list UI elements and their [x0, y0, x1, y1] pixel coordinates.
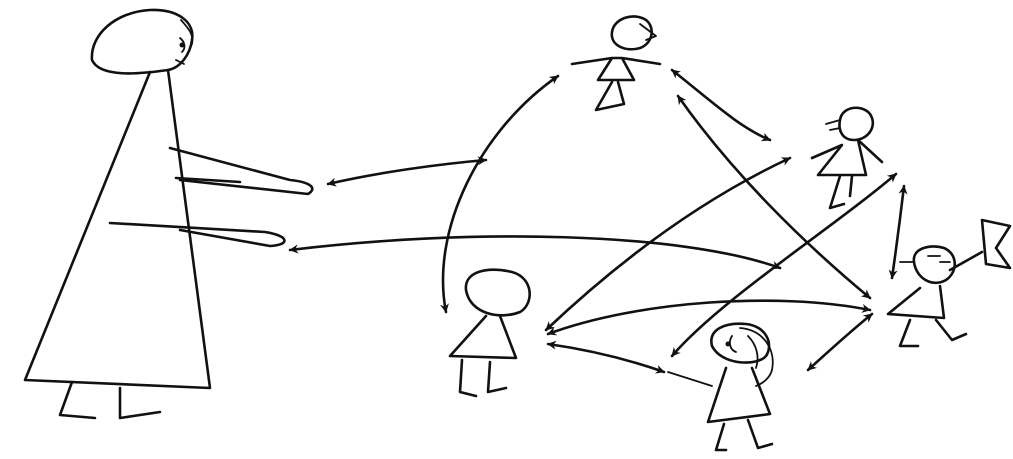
arrow-girl-tail — [668, 372, 712, 386]
arrow-left-girl — [548, 344, 664, 372]
arrow-top-left — [443, 76, 558, 312]
adult-arm-upper — [170, 148, 312, 194]
child-girl — [708, 324, 773, 450]
adult-figure — [25, 10, 312, 418]
child-ur-body — [812, 140, 882, 175]
adult-dress — [25, 70, 210, 388]
child-right-body — [888, 286, 944, 318]
child-top-head — [612, 16, 652, 49]
child-right-head — [914, 247, 955, 283]
child-right-face — [900, 256, 950, 262]
child-left-body — [450, 316, 516, 358]
arrow-top-upperright — [672, 70, 770, 140]
child-right-legs — [900, 320, 966, 346]
connections — [290, 70, 904, 386]
adult-eye — [180, 43, 185, 48]
child-top-body — [572, 58, 660, 80]
adult-feet — [60, 382, 160, 418]
arrow-adult-top — [328, 160, 486, 184]
child-top-hair — [640, 24, 656, 40]
child-left-head — [466, 270, 530, 316]
child-girl-eye — [726, 342, 731, 347]
child-girl-body — [708, 368, 770, 422]
flag-icon — [982, 220, 1010, 268]
child-ur-hair — [826, 120, 840, 130]
child-left-legs — [460, 360, 506, 396]
child-top-legs — [596, 82, 624, 110]
arrow-adult-right — [290, 236, 780, 268]
child-ur-head — [840, 108, 873, 140]
adult-head — [92, 10, 192, 73]
child-top — [572, 16, 660, 110]
child-right — [888, 220, 1010, 346]
child-left — [450, 270, 530, 396]
child-ur-legs — [830, 176, 852, 208]
arrow-upperright-right — [892, 186, 904, 278]
arrow-girl-right — [808, 314, 872, 370]
arrow-girl-upperright — [672, 174, 896, 356]
arrow-left-right — [548, 301, 870, 334]
child-girl-head — [711, 324, 769, 363]
child-girl-legs — [716, 420, 772, 450]
